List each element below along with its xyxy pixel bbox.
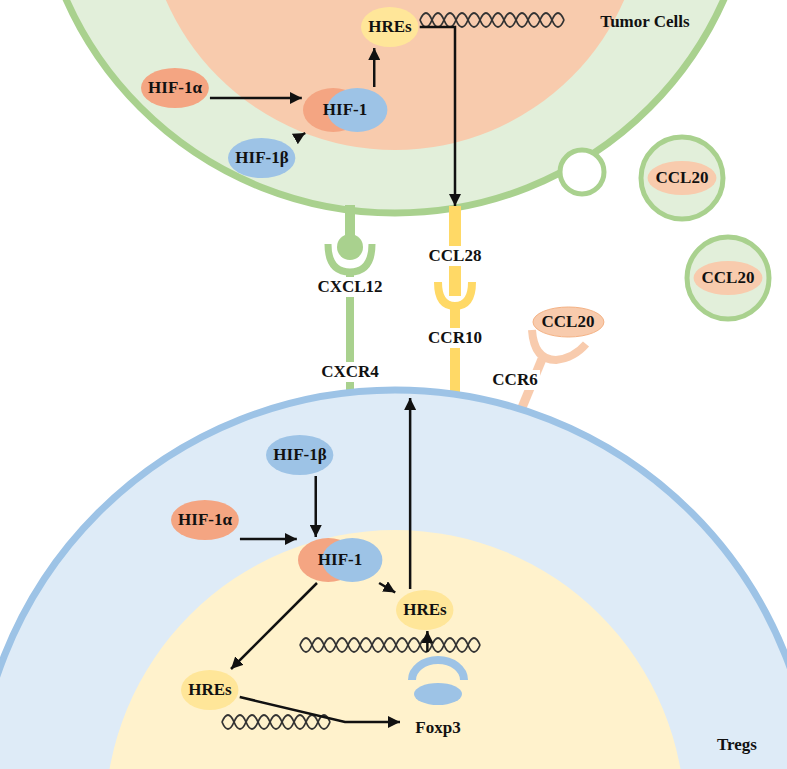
receptor-cup <box>328 244 372 272</box>
cell-region: TregsHIF-1βHIF-1αHIF-1HREsHREsFoxp3 <box>0 390 787 769</box>
dna-strand <box>420 13 564 27</box>
receptor-stalk <box>450 306 460 398</box>
molecule-ellipse: HREs <box>395 589 454 631</box>
arrow-connector <box>426 631 429 652</box>
molecule-ellipse: HIF-1α <box>140 67 210 109</box>
nucleus <box>105 530 685 769</box>
arrow-connector <box>409 398 412 589</box>
vesicle-cargo <box>648 161 717 195</box>
membrane-pit <box>560 150 604 194</box>
chemokine-ligand: CCL28 <box>418 206 492 296</box>
node-label: CXCL12 <box>315 277 384 297</box>
arrow-connector <box>240 697 400 722</box>
node-label: Foxp3 <box>415 718 460 738</box>
molecule-shape <box>228 138 295 178</box>
node-label: HIF-1 <box>318 550 362 570</box>
ligand: CCL20 <box>532 306 605 338</box>
vesicle-membrane <box>687 237 769 319</box>
node-label: HREs <box>403 600 446 620</box>
node-label: HREs <box>188 680 231 700</box>
node-label: HIF-1β <box>235 148 288 168</box>
vesicle-cargo <box>694 261 763 295</box>
node-label: Tregs <box>717 735 757 755</box>
cell-membrane <box>0 390 787 769</box>
transcription-factor: Foxp3 <box>400 652 476 745</box>
node-label: CCL28 <box>427 246 484 266</box>
dimer-complex: HIF-1 <box>297 537 383 583</box>
dna-strand <box>300 638 480 652</box>
molecule-shape <box>396 590 453 630</box>
node-label: HIF-1 <box>323 100 367 120</box>
node-label: HIF-1β <box>273 445 326 465</box>
receptor: CXCR4 <box>305 238 425 398</box>
node-label: HIF-1α <box>178 510 232 530</box>
node-label: CCL20 <box>542 312 595 332</box>
dna-strand <box>222 715 330 729</box>
molecule-shape <box>361 7 418 47</box>
molecule-shape <box>181 670 238 710</box>
molecule-shape <box>141 68 209 108</box>
dna-binding-domain <box>412 660 464 680</box>
molecule-shape <box>266 435 333 475</box>
vesicle: CCL20 <box>684 234 772 322</box>
arrow-connector <box>240 538 297 541</box>
node-shape <box>0 390 787 769</box>
arrow-connector <box>297 133 306 138</box>
molecule-ellipse: HIF-1α <box>170 499 240 541</box>
dna-strand <box>300 638 480 652</box>
molecule-ellipse: HIF-1β <box>265 434 334 476</box>
node-label: HIF-1α <box>148 78 202 98</box>
node-label: Tumor Cells <box>600 12 689 32</box>
molecule-ellipse: HREs <box>180 669 239 711</box>
ligand-shape <box>533 307 604 337</box>
node-label: CCL20 <box>702 268 755 288</box>
dna-strand <box>222 715 330 729</box>
chemokine-ligand: CXCL12 <box>310 205 390 300</box>
dimer-complex: HIF-1 <box>302 87 388 133</box>
molecule-ellipse: HREs <box>360 6 419 48</box>
arrow-connector <box>420 27 455 206</box>
ligand-head <box>337 234 363 260</box>
molecule-shape <box>171 500 239 540</box>
node-label: CCL20 <box>656 168 709 188</box>
node-label: CCR6 <box>490 370 539 390</box>
receptor-cup <box>438 282 472 306</box>
ligand-stalk <box>345 205 355 237</box>
vesicle: CCL20 <box>638 134 726 222</box>
arrow-connector <box>314 476 317 537</box>
arrow-connector <box>373 48 376 87</box>
factor-body <box>414 683 462 705</box>
receptor: CCR10 <box>420 278 492 398</box>
nucleus <box>145 0 645 150</box>
node-label: CXCR4 <box>319 362 381 382</box>
molecule-ellipse: HIF-1β <box>227 137 296 179</box>
node-label: CCR10 <box>426 328 484 348</box>
vesicle-membrane <box>641 137 723 219</box>
dna-strand <box>420 13 564 27</box>
arrow-connector <box>379 583 395 593</box>
dna-helix <box>222 13 564 729</box>
node-label: HREs <box>368 17 411 37</box>
arrow-connector <box>231 583 317 669</box>
receptor-cup <box>532 330 586 360</box>
arrow-connector <box>210 97 302 100</box>
